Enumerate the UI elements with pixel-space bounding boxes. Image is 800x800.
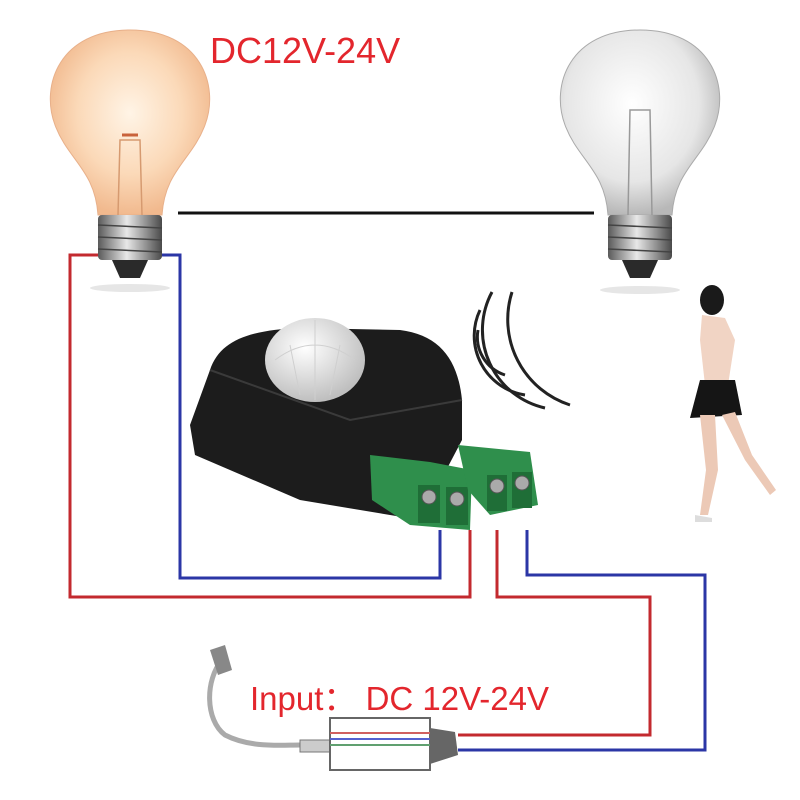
walking-person [690,285,776,522]
input-voltage-label: Input： DC 12V-24V [250,680,549,717]
pir-motion-sensor [190,318,538,530]
wire-red-input [458,530,652,737]
wires [68,211,707,752]
lit-bulb [49,29,211,292]
unlit-bulb [559,29,721,294]
wire-red-left-bulb [68,253,472,599]
load-voltage-label: DC12V-24V [210,30,401,71]
motion-signal-waves-icon [472,291,571,410]
terminal-block-left [370,455,472,530]
terminal-block-right [458,445,538,515]
wire-blue-left-bulb [160,253,442,580]
power-supply [207,645,458,771]
wire-blue-input [458,530,707,752]
